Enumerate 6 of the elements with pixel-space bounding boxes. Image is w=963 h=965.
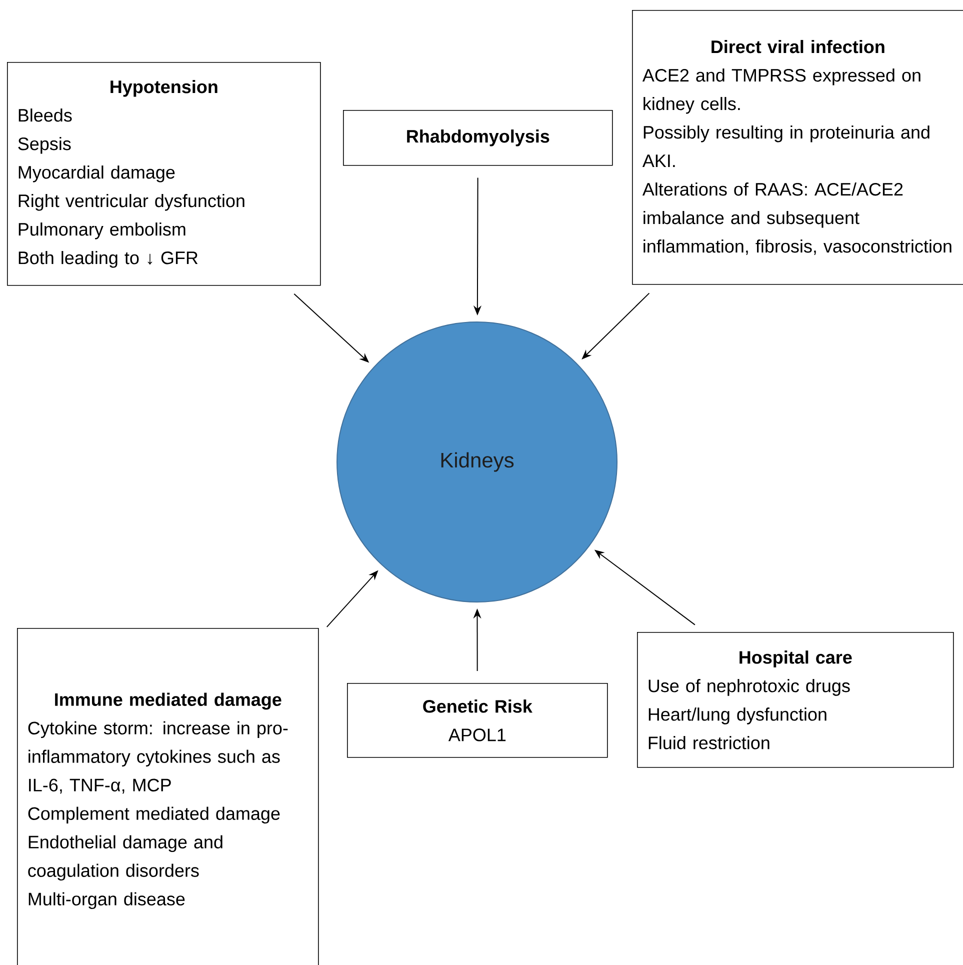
factor-box: Immune mediated damage Cytokine storm: increase in pro-inflammatory cytokines such as IL-6, TNF-α, MCP Complement mediated damage Endothelial damage and coagulation disorders Multi-organ disease bbox=[17, 628, 319, 965]
factor-box: Direct viral infection ACE2 and TMPRSS expressed on kidney cells. Possibly resulting in proteinuria and AKI. Alterations of RAAS: ACE/ACE2 imbalance and subsequent inflammation, fibrosis, vasoconstriction bbox=[632, 10, 963, 285]
factor-box: Rhabdomyolysis bbox=[343, 110, 613, 166]
factor-box: Genetic Risk APOL1 bbox=[347, 683, 608, 758]
factor-box: Hospital care Use of nephrotoxic drugs Heart/lung dysfunction Fluid restriction bbox=[637, 632, 954, 768]
factor-box: Hypotension Bleeds Sepsis Myocardial damage Right ventricular dysfunction Pulmonary embolism Both leading to ↓ GFR bbox=[7, 62, 321, 286]
